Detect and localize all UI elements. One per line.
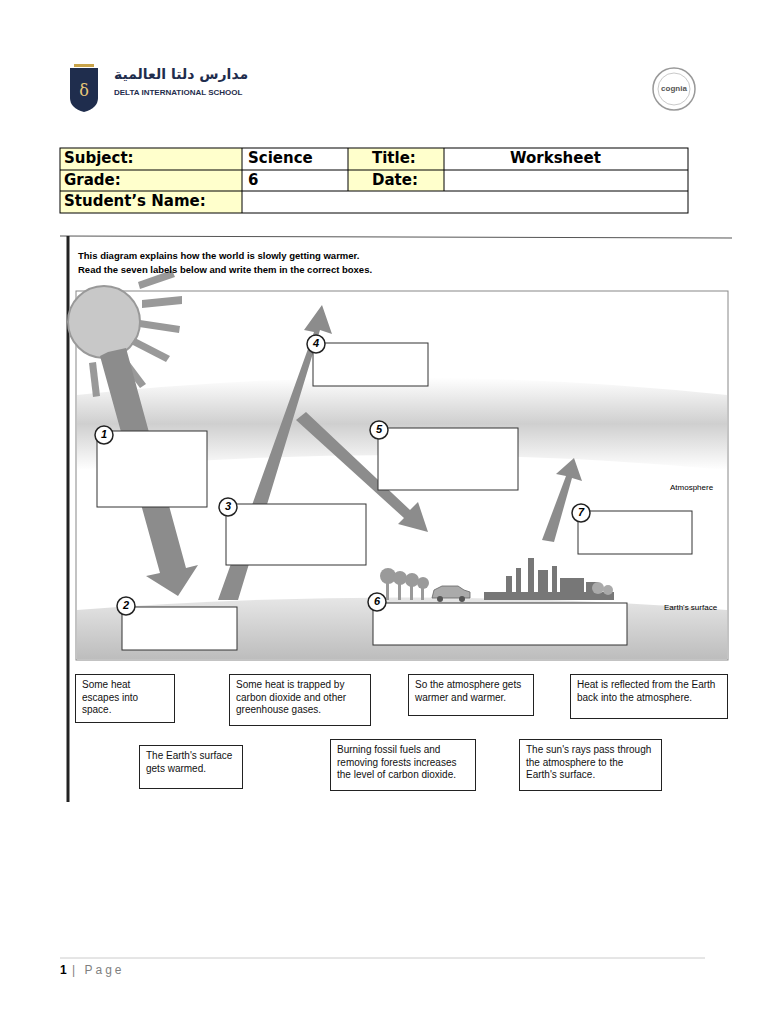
instruction-text: Read the seven labels below and write th…	[78, 264, 372, 275]
label-card: Burning fossil fuels and removing forest…	[330, 739, 476, 791]
table-label: Title:	[372, 149, 416, 167]
table-label: Subject:	[64, 149, 134, 167]
label-text: Heat is reflected from the Earth back in…	[577, 679, 721, 704]
school-name-arabic: مدارس دلتا العالمية	[114, 66, 248, 83]
greenhouse-illustration	[68, 270, 728, 660]
label-card: The sun's rays pass through the atmosphe…	[519, 739, 662, 791]
callout-number: 3	[225, 500, 231, 513]
region-label: Atmosphere	[670, 483, 713, 493]
table-label: Student’s Name:	[64, 192, 206, 210]
label-text: Some heat escapes into space.	[82, 679, 168, 717]
cognia-logo: cognia	[661, 84, 687, 94]
label-card: Some heat is trapped by carbon dioxide a…	[229, 674, 371, 726]
callout-number: 6	[374, 595, 380, 608]
callout-number: 2	[123, 599, 129, 612]
school-name: DELTA INTERNATIONAL SCHOOL	[114, 88, 242, 98]
header-table	[60, 148, 688, 213]
school-shield	[70, 68, 98, 112]
callout-number: 5	[376, 423, 382, 436]
callout-number: 7	[578, 506, 584, 519]
cognia-seal	[653, 68, 695, 110]
table-label: Grade:	[64, 171, 121, 189]
label-text: The sun's rays pass through the atmosphe…	[526, 744, 655, 782]
instruction-text: This diagram explains how the world is s…	[78, 250, 359, 261]
page-word: | Page	[72, 963, 124, 977]
page-number: 1	[60, 963, 67, 977]
label-text: So the atmosphere gets warmer and warmer…	[415, 679, 527, 704]
region-label: Earth's surface	[664, 603, 717, 613]
label-text: The Earth's surface gets warmed.	[146, 750, 236, 775]
callout-number: 1	[101, 428, 107, 441]
label-card: Some heat escapes into space.	[75, 674, 175, 723]
label-text: Some heat is trapped by carbon dioxide a…	[236, 679, 364, 717]
table-label: Date:	[372, 171, 418, 189]
table-value: Worksheet	[510, 149, 601, 167]
shield-mark: δ	[79, 81, 89, 100]
label-text: Burning fossil fuels and removing forest…	[337, 744, 469, 782]
label-card: Heat is reflected from the Earth back in…	[570, 674, 728, 719]
table-value: 6	[248, 171, 258, 189]
table-value: Science	[248, 149, 313, 167]
callout-number: 4	[313, 337, 319, 350]
label-card: The Earth's surface gets warmed.	[139, 745, 243, 789]
label-card: So the atmosphere gets warmer and warmer…	[408, 674, 534, 716]
